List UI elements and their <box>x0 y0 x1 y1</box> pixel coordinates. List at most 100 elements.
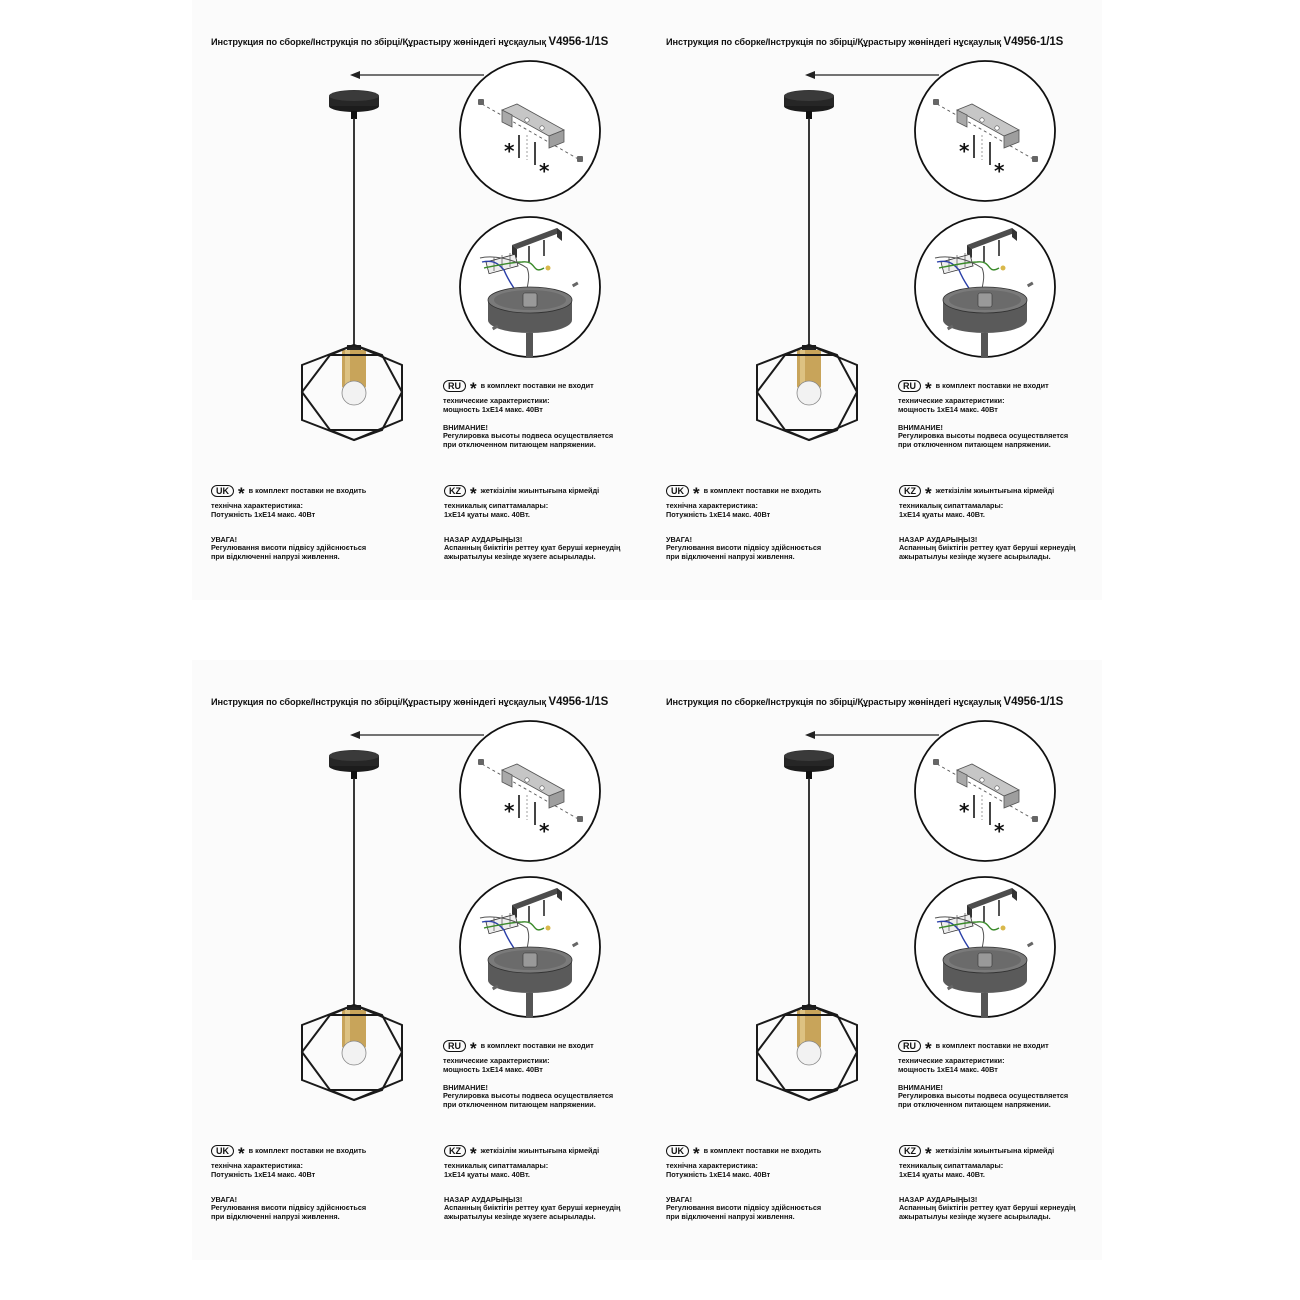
model-code: V4956-1/1S <box>548 36 609 48</box>
wiring-detail-circle <box>914 876 1056 1018</box>
uk-warning-line2: при відключенні напрузі живлення. <box>666 552 795 562</box>
assembly-illustration: * * <box>755 720 1056 1102</box>
kz-spec-value: 1хЕ14 қуаты макс. 40Вт. <box>444 1169 530 1179</box>
uk-spec-heading: технічна характеристика: <box>211 501 303 510</box>
lamp-socket <box>342 1005 366 1048</box>
lamp-socket <box>797 345 821 388</box>
ceiling-canopy <box>329 90 379 119</box>
uk-spec-value: Потужність 1хЕ14 макс. 40Вт <box>666 509 771 519</box>
ru-not-included-note: в комплект поставки не входит <box>480 1040 594 1050</box>
instruction-sheet-bottom-left: Инструкция по сборке/Інструкція по збірц… <box>192 660 647 1260</box>
uk-warning-heading: УВАГА! <box>211 534 238 544</box>
ru-spec-heading: технические характеристики: <box>898 1056 1005 1065</box>
ru-warning-line1: Регулировка высоты подвеса осуществляетс… <box>898 431 1069 441</box>
uk-spec-value: Потужність 1хЕ14 макс. 40Вт <box>211 1169 316 1179</box>
kz-warning-line1: Аспанның биіктігін реттеу қуат беруші ке… <box>899 1203 1076 1213</box>
kz-section: KZ * жеткізілім жиынтығына кірмейді техн… <box>444 485 620 562</box>
uk-spec-heading: технічна характеристика: <box>666 501 758 510</box>
title-text: Инструкция по сборке/Інструкція по збірц… <box>666 697 1002 707</box>
uk-warning-line2: при відключенні напрузі живлення. <box>666 1212 795 1222</box>
kz-not-included-note: жеткізілім жиынтығына кірмейді <box>480 1145 600 1155</box>
uk-warning-heading: УВАГА! <box>666 534 693 544</box>
ru-language-badge: RU <box>898 380 921 392</box>
asterisk-icon: * <box>994 159 1005 183</box>
uk-language-badge: UK <box>666 1145 689 1157</box>
ru-warning-heading: ВНИМАНИЕ! <box>898 1082 943 1092</box>
uk-section: UK * в комплект поставки не входить техн… <box>666 1145 821 1222</box>
kz-language-badge: KZ <box>899 485 921 497</box>
uk-warning-line2: при відключенні напрузі живлення. <box>211 1212 340 1222</box>
kz-warning-line1: Аспанның биіктігін реттеу қуат беруші ке… <box>444 543 621 553</box>
wiring-detail-circle <box>914 216 1056 358</box>
ru-spec-value: мощность 1хЕ14 макс. 40Вт <box>443 1064 543 1074</box>
ru-spec-heading: технические характеристики: <box>443 1056 550 1065</box>
model-code: V4956-1/1S <box>1003 696 1064 708</box>
asterisk-icon: * <box>693 1144 700 1163</box>
kz-language-badge: KZ <box>444 1145 466 1157</box>
instruction-sheet-top-left: Инструкция по сборке/Інструкція по збірц… <box>192 0 647 600</box>
kz-warning-heading: НАЗАР АУДАРЫҢЫЗ! <box>899 1194 978 1204</box>
page-title: Инструкция по сборке/Інструкція по збірц… <box>666 36 1063 48</box>
hexagon-wire-shade <box>300 1003 404 1102</box>
asterisk-icon: * <box>470 1144 477 1163</box>
ru-spec-value: мощность 1хЕ14 макс. 40Вт <box>898 404 998 414</box>
page-title: Инструкция по сборке/Інструкція по збірц… <box>211 696 608 708</box>
kz-warning-line1: Аспанның биіктігін реттеу қуат беруші ке… <box>444 1203 621 1213</box>
kz-spec-heading: техникалық сипаттамалары: <box>444 1161 549 1170</box>
assembly-illustration: * * <box>300 720 601 1102</box>
arrow-left-icon <box>350 731 484 739</box>
ceiling-canopy <box>784 90 834 119</box>
asterisk-icon: * <box>470 379 477 398</box>
kz-not-included-note: жеткізілім жиынтығына кірмейді <box>935 1145 1055 1155</box>
screw-icon <box>478 759 583 825</box>
uk-warning-heading: УВАГА! <box>211 1194 238 1204</box>
ru-warning-line2: при отключенном питающем напряжении. <box>443 1100 596 1110</box>
uk-spec-heading: технічна характеристика: <box>211 1161 303 1170</box>
asterisk-icon: * <box>470 1039 477 1058</box>
kz-section: KZ * жеткізілім жиынтығына кірмейді техн… <box>444 1145 620 1222</box>
ru-not-included-note: в комплект поставки не входит <box>480 380 594 390</box>
kz-spec-value: 1хЕ14 қуаты макс. 40Вт. <box>899 509 985 519</box>
model-code: V4956-1/1S <box>1003 36 1064 48</box>
title-text: Инструкция по сборке/Інструкція по збірц… <box>211 37 547 47</box>
uk-spec-heading: технічна характеристика: <box>666 1161 758 1170</box>
arrow-left-icon <box>350 71 484 79</box>
assembly-illustration: * * <box>300 60 601 442</box>
asterisk-icon: * <box>504 799 515 823</box>
title-text: Инструкция по сборке/Інструкція по збірц… <box>666 37 1002 47</box>
asterisk-icon: * <box>959 799 970 823</box>
uk-not-included-note: в комплект поставки не входить <box>248 485 367 495</box>
ru-not-included-note: в комплект поставки не входит <box>935 380 1049 390</box>
ru-warning-heading: ВНИМАНИЕ! <box>898 422 943 432</box>
asterisk-icon: * <box>470 484 477 503</box>
kz-language-badge: KZ <box>444 485 466 497</box>
uk-language-badge: UK <box>211 1145 234 1157</box>
asterisk-icon: * <box>994 819 1005 843</box>
kz-warning-line2: ажыратылуы кезінде жүзеге асырылады. <box>899 552 1051 562</box>
ru-warning-line2: при отключенном питающем напряжении. <box>898 1100 1051 1110</box>
hexagon-wire-shade <box>300 343 404 442</box>
kz-spec-value: 1хЕ14 қуаты макс. 40Вт. <box>444 509 530 519</box>
kz-section: KZ * жеткізілім жиынтығына кірмейді техн… <box>899 485 1075 562</box>
ru-spec-value: мощность 1хЕ14 макс. 40Вт <box>898 1064 998 1074</box>
kz-not-included-note: жеткізілім жиынтығына кірмейді <box>480 485 600 495</box>
assembly-illustration: * * <box>755 60 1056 442</box>
asterisk-icon: * <box>925 379 932 398</box>
ru-warning-heading: ВНИМАНИЕ! <box>443 1082 488 1092</box>
hexagon-wire-shade <box>755 343 859 442</box>
asterisk-icon: * <box>238 484 245 503</box>
asterisk-icon: * <box>959 139 970 163</box>
uk-spec-value: Потужність 1хЕ14 макс. 40Вт <box>211 509 316 519</box>
uk-language-badge: UK <box>211 485 234 497</box>
ru-language-badge: RU <box>443 1040 466 1052</box>
ceiling-canopy <box>784 750 834 779</box>
ru-warning-line2: при отключенном питающем напряжении. <box>898 440 1051 450</box>
light-bulb <box>341 1040 367 1066</box>
kz-warning-line2: ажыратылуы кезінде жүзеге асырылады. <box>899 1212 1051 1222</box>
lamp-socket <box>797 1005 821 1048</box>
ru-spec-heading: технические характеристики: <box>898 396 1005 405</box>
asterisk-icon: * <box>925 484 932 503</box>
uk-section: UK * в комплект поставки не входить техн… <box>211 1145 366 1222</box>
ru-section: RU * в комплект поставки не входит техни… <box>898 1040 1068 1110</box>
arrow-left-icon <box>805 71 939 79</box>
